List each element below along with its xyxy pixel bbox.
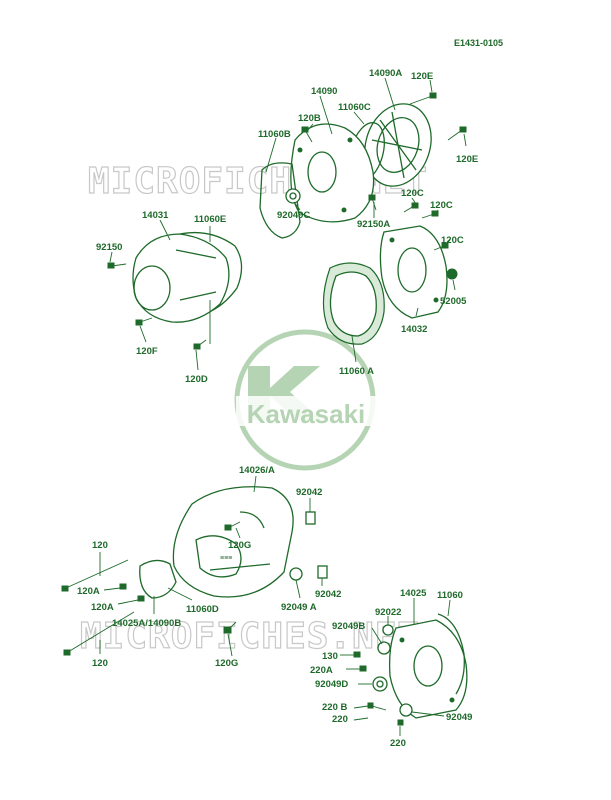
- label-11060: 11060: [437, 590, 463, 601]
- label-52005: 52005: [440, 296, 467, 307]
- bolt-120C-a: [403, 202, 419, 213]
- part-220B-screw: [367, 702, 387, 711]
- label-14090: 14090: [311, 86, 337, 97]
- bolt-120-a: [61, 559, 129, 592]
- kawasaki-logo: Kawasaki: [234, 329, 376, 471]
- dowel-92042-a: [305, 511, 316, 525]
- part-92049B-seal: [377, 641, 391, 655]
- part-14090-cover: [290, 123, 375, 223]
- label-220A: 220A: [310, 665, 333, 676]
- part-92022-washer: [382, 624, 394, 636]
- part-14032-cover: [379, 225, 448, 319]
- bolt-120D: [193, 339, 207, 350]
- bolt-120E-a: [409, 92, 437, 105]
- label-120C-c: 120C: [441, 235, 464, 246]
- label-92150A: 92150A: [357, 219, 390, 230]
- bolt-120A: [119, 583, 145, 602]
- label-11060B: 11060B: [258, 129, 291, 140]
- label-92049D: 92049D: [315, 679, 348, 690]
- label-14031: 14031: [142, 210, 169, 221]
- part-220A-pin: [359, 665, 367, 672]
- part-52005-plug: [446, 268, 458, 280]
- part-11060-gasket: [437, 613, 465, 695]
- label-130: 130: [322, 651, 338, 662]
- label-120D: 120D: [185, 374, 208, 385]
- bolt-120C-c: [433, 242, 449, 251]
- bolt-120-b: [63, 611, 135, 656]
- part-11060A-gasket: [322, 262, 385, 345]
- part-92049A-seal: [289, 567, 303, 581]
- bolt-92150A: [368, 194, 377, 211]
- label-14090A: 14090A: [369, 68, 402, 79]
- label-11060E: 11060E: [194, 214, 226, 225]
- label-11060C: 11060C: [338, 102, 371, 113]
- label-14025: 14025: [400, 588, 427, 599]
- label-92049B: 92049B: [332, 621, 365, 632]
- bolt-120G-a: [224, 521, 241, 531]
- bolt-120E-b: [447, 126, 467, 141]
- part-labels: 14090A 120E 14090 11060C 120B 11060B 120…: [77, 68, 478, 749]
- watermark-bottom: MICROFICHES.NET: [80, 616, 420, 657]
- label-92049A: 92049 A: [281, 602, 317, 613]
- label-220B: 220 B: [322, 702, 347, 713]
- bolt-92150: [107, 262, 127, 269]
- label-120E-a: 120E: [411, 71, 433, 82]
- diagram-code: E1431-0105: [454, 38, 503, 48]
- label-120G-a: 120G: [228, 540, 251, 551]
- label-92049C: 92049C: [277, 210, 310, 221]
- label-220-b: 220: [390, 738, 406, 749]
- label-120-b: 120: [92, 658, 108, 669]
- bolt-120G-b: [223, 621, 237, 634]
- part-11060B-gasket: [259, 162, 301, 239]
- label-120G-b: 120G: [215, 658, 238, 669]
- bolt-120F: [135, 317, 153, 326]
- label-120A-b: 120A: [91, 602, 114, 613]
- label-11060A: 11060 A: [339, 366, 374, 377]
- label-14026A: 14026/A: [239, 465, 275, 476]
- label-120C-b: 120C: [430, 200, 453, 211]
- leader-lines: [99, 77, 467, 736]
- label-14025A-14090B: 14025A/14090B: [112, 618, 181, 629]
- label-92022: 92022: [375, 607, 401, 618]
- label-120B: 120B: [298, 113, 321, 124]
- part-14090A-cover: [364, 103, 432, 187]
- part-130-spacer: [353, 651, 361, 658]
- label-92150: 92150: [96, 242, 122, 253]
- label-120A-a: 120A: [77, 586, 100, 597]
- label-14032: 14032: [401, 324, 427, 335]
- label-120E-b: 120E: [456, 154, 478, 165]
- svg-text:≡≡≡: ≡≡≡: [220, 555, 232, 562]
- label-120-a: 120: [92, 540, 108, 551]
- bolt-120C-b: [421, 210, 439, 219]
- part-92049C-seal: [285, 188, 301, 204]
- label-120C-a: 120C: [401, 188, 424, 199]
- label-220-a: 220: [332, 714, 348, 725]
- part-92049-seal: [399, 703, 413, 717]
- part-14025-cover: [388, 619, 468, 719]
- part-92049D-seal: [372, 676, 388, 692]
- label-120F: 120F: [136, 346, 158, 357]
- part-11060D-gasket: [139, 559, 177, 599]
- part-220-screw: [397, 719, 404, 726]
- label-92042-b: 92042: [315, 589, 341, 600]
- label-11060D: 11060D: [186, 604, 219, 615]
- dowel-92042-b: [317, 565, 328, 579]
- part-14031-cover: [132, 233, 230, 323]
- logo-brand-text: Kawasaki: [247, 399, 366, 429]
- label-92042-a: 92042: [296, 487, 322, 498]
- label-92049: 92049: [446, 712, 472, 723]
